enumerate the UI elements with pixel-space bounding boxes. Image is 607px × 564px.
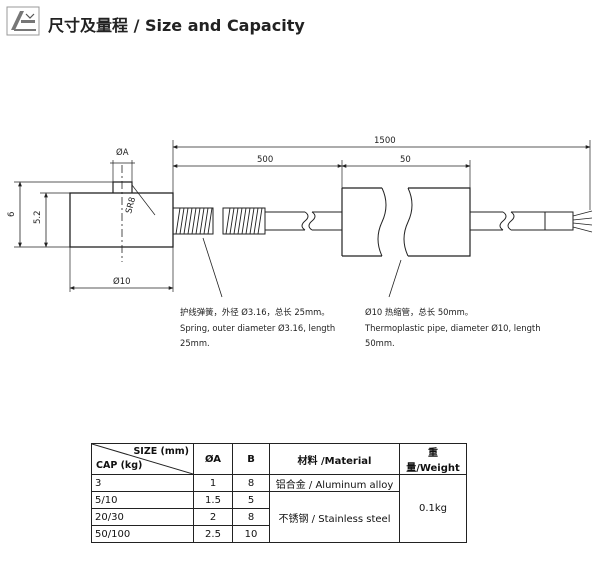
sensor-body xyxy=(69,192,174,248)
col-material-header: 材料 /Material xyxy=(269,443,400,475)
spring-note-line-2: Spring, outer diameter Ø3.16, length xyxy=(180,322,336,333)
cap-cell: 5/10 xyxy=(91,491,194,509)
table-row: 3 1 8 铝合金 / Aluminum alloy 0.1kg xyxy=(91,474,467,543)
load-button xyxy=(112,181,133,193)
dim-radius: SR8 xyxy=(124,196,138,215)
size-label: SIZE (mm) xyxy=(133,446,189,457)
a-cell: 2 xyxy=(193,508,233,526)
a-cell: 1.5 xyxy=(193,491,233,509)
dim-total: 1500 xyxy=(374,136,396,146)
dim-pipe: 50 xyxy=(400,155,411,165)
col-weight-header: 重量/Weight xyxy=(399,443,467,475)
material-cell: 铝合金 / Aluminum alloy xyxy=(269,474,400,492)
weight-cell: 0.1kg xyxy=(399,474,467,543)
cap-label: CAP (kg) xyxy=(96,460,143,471)
a-cell: 1 xyxy=(193,474,233,492)
page-title: 尺寸及量程 / Size and Capacity xyxy=(48,16,305,35)
dim-inner: 5.2 xyxy=(33,210,43,224)
col-a-header: ØA xyxy=(193,443,233,475)
pipe-note-line-3: 50mm. xyxy=(365,338,395,348)
pipe-note-line-1: Ø10 热缩管，总长 50mm。 xyxy=(365,307,474,317)
material-cell: 不锈钢 / Stainless steel xyxy=(269,491,400,543)
b-cell: 5 xyxy=(232,491,270,509)
cap-cell: 50/100 xyxy=(91,525,194,543)
spring-note-line-3: 25mm. xyxy=(180,338,210,348)
b-cell: 10 xyxy=(232,525,270,543)
size-cap-header: SIZE (mm) CAP (kg) xyxy=(91,443,194,475)
col-b-header: B xyxy=(232,443,270,475)
dim-spring: 500 xyxy=(257,155,273,165)
dim-diameter: Ø10 xyxy=(113,276,131,287)
pipe-note-line-2: Thermoplastic pipe, diameter Ø10, length xyxy=(365,322,541,333)
technical-drawing: 1500 500 50 ØA 6 5.2 SR8 Ø10 xyxy=(7,136,593,298)
dim-oa: ØA xyxy=(116,147,129,158)
header: 尺寸及量程 / Size and Capacity xyxy=(4,4,604,36)
pipe-note: Ø10 热缩管，总长 50mm。 Thermoplastic pipe, dia… xyxy=(365,305,541,352)
cap-cell: 3 xyxy=(91,474,194,492)
a-cell: 2.5 xyxy=(193,525,233,543)
b-cell: 8 xyxy=(232,508,270,526)
b-cell: 8 xyxy=(232,474,270,492)
caliper-logo-icon xyxy=(6,6,40,36)
table-header-row: SIZE (mm) CAP (kg) ØA B 材料 /Material 重量/… xyxy=(91,443,467,475)
spring-coils xyxy=(175,207,263,235)
cap-cell: 20/30 xyxy=(91,508,194,526)
spring-note: 护线弹簧，外径 Ø3.16，总长 25mm。 Spring, outer dia… xyxy=(180,305,335,352)
dim-height: 6 xyxy=(7,212,17,217)
size-capacity-table: SIZE (mm) CAP (kg) ØA B 材料 /Material 重量/… xyxy=(91,443,467,543)
spring-note-line-1: 护线弹簧，外径 Ø3.16，总长 25mm。 xyxy=(180,307,330,317)
table-row: 50/100 2.5 10 xyxy=(91,525,467,543)
